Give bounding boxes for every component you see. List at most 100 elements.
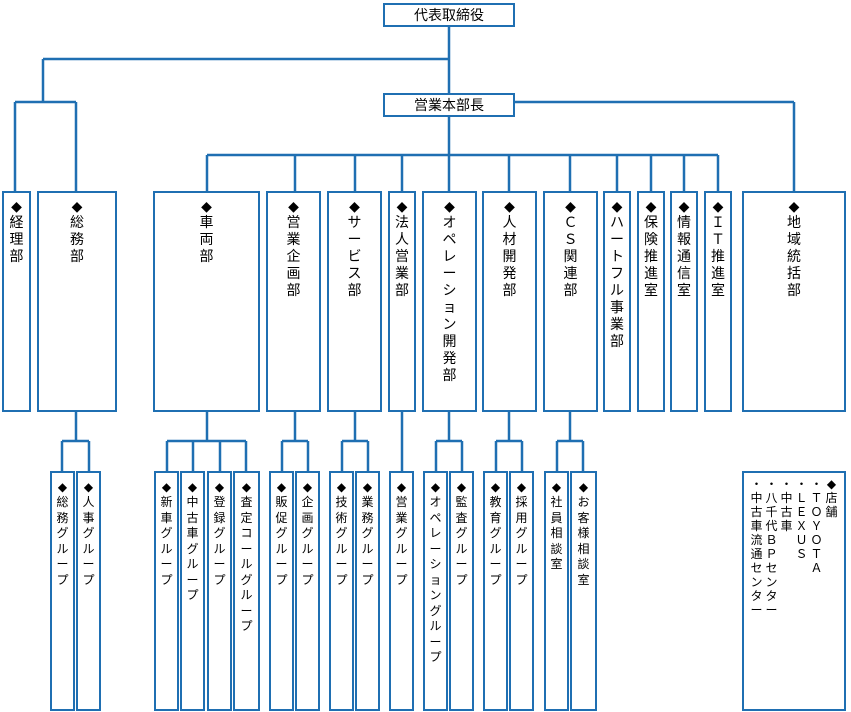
label-text: 新車グループ [160, 495, 173, 587]
sales-hq-box: 営業本部長 [383, 93, 515, 117]
vertical-label-dept-houjin-eigyo: ◆法人営業部 [390, 199, 414, 300]
label-text: 業務グループ [361, 495, 374, 587]
vertical-label-group-kyaku-soudan: ◆お客様相談室 [572, 479, 595, 588]
diamond-bullet-icon: ◆ [71, 199, 83, 215]
diamond-bullet-icon: ◆ [430, 480, 441, 494]
vertical-label-dept-heartful: ◆ハートフル事業部 [605, 199, 629, 351]
group-kikaku: ◆企画グループ [295, 471, 320, 711]
vertical-label-group-shinsha: ◆新車グループ [156, 479, 177, 588]
vertical-label-group-jinji: ◆人事グループ [78, 479, 99, 588]
group-saiyou: ◆採用グループ [509, 471, 534, 711]
vertical-label-group-gyoumu: ◆業務グループ [357, 479, 378, 588]
vertical-label-group-eigyo: ◆営業グループ [391, 479, 412, 588]
label-text: 技術グループ [335, 495, 348, 587]
dot-bullet-icon: ・ [810, 477, 823, 491]
dept-keiri: ◆経理部 [2, 191, 31, 412]
dept-chiiki-toukatsu: ◆地域統括部 [742, 191, 846, 412]
dept-service: ◆サービス部 [327, 191, 382, 412]
diamond-bullet-icon: ◆ [83, 480, 94, 494]
dept-jouhou-tsushin: ◆情報通信室 [670, 191, 698, 412]
label-text: 登録グループ [213, 495, 226, 587]
dot-bullet-icon: ・ [780, 477, 793, 491]
diamond-bullet-icon: ◆ [276, 480, 287, 494]
dept-hoken: ◆保険推進室 [637, 191, 665, 412]
diamond-bullet-icon: ◆ [214, 480, 225, 494]
label-text: サービス部 [347, 215, 362, 299]
dot-bullet-icon: ・ [750, 477, 763, 491]
diamond-bullet-icon: ◆ [241, 480, 252, 494]
region-item-label: 店舗 [825, 491, 838, 519]
region-item-label: 中古車流通センター [750, 491, 763, 617]
group-kyaku-soudan: ◆お客様相談室 [570, 471, 597, 711]
region-item: ・中古車 [780, 477, 793, 617]
dept-sharyo: ◆車両部 [153, 191, 260, 412]
group-shinsha: ◆新車グループ [154, 471, 179, 711]
diamond-bullet-icon: ◆ [611, 199, 623, 215]
group-satei-call: ◆査定コールグループ [233, 471, 260, 711]
diamond-bullet-icon: ◆ [788, 199, 800, 215]
label-text: ハートフル事業部 [610, 215, 624, 350]
dept-jinzai-kaihatsu: ◆人材開発部 [482, 191, 537, 412]
vertical-label-group-kansa: ◆監査グループ [451, 479, 472, 588]
vertical-label-dept-service: ◆サービス部 [329, 199, 380, 300]
label-text: 地域統括部 [787, 215, 801, 299]
ceo-box: 代表取締役 [383, 3, 515, 27]
vertical-label-group-kyouiku: ◆教育グループ [485, 479, 506, 588]
dept-soumu: ◆総務部 [37, 191, 117, 412]
vertical-label-dept-sharyo: ◆車両部 [155, 199, 258, 266]
label-text: 総務グループ [56, 495, 69, 587]
diamond-bullet-icon: ◆ [551, 480, 562, 494]
group-jinji: ◆人事グループ [76, 471, 101, 711]
label-text: 営業グループ [395, 495, 408, 587]
label-text: オペレーション開発部 [442, 215, 457, 384]
vertical-label-dept-hoken: ◆保険推進室 [639, 199, 663, 300]
label-text: お客様相談室 [577, 495, 590, 587]
label-text: 人材開発部 [502, 215, 517, 299]
dept-operation-kaihatsu: ◆オペレーション開発部 [422, 191, 477, 412]
diamond-bullet-icon: ◆ [444, 199, 455, 215]
diamond-bullet-icon: ◆ [645, 199, 657, 215]
group-shain-soudan: ◆社員相談室 [544, 471, 569, 711]
diamond-bullet-icon: ◆ [187, 480, 198, 494]
diamond-bullet-icon: ◆ [362, 480, 373, 494]
diamond-bullet-icon: ◆ [678, 199, 690, 215]
diamond-bullet-icon: ◆ [456, 480, 467, 494]
vertical-label-dept-jinzai-kaihatsu: ◆人材開発部 [484, 199, 535, 300]
vertical-label-group-satei-call: ◆査定コールグループ [235, 479, 258, 635]
region-item: ◆店舗 [825, 477, 838, 617]
diamond-bullet-icon: ◆ [578, 480, 589, 494]
vertical-label-group-hansoku: ◆販促グループ [271, 479, 292, 588]
diamond-bullet-icon: ◆ [288, 199, 299, 215]
diamond-bullet-icon: ◆ [201, 199, 212, 215]
group-gyoumu: ◆業務グループ [355, 471, 380, 711]
vertical-label-group-kikaku: ◆企画グループ [297, 479, 318, 588]
group-operation: ◆オペレーショングループ [423, 471, 448, 711]
vertical-label-dept-chiiki-toukatsu: ◆地域統括部 [744, 199, 844, 300]
diamond-bullet-icon: ◆ [161, 480, 172, 494]
diamond-bullet-icon: ◆ [516, 480, 527, 494]
label-text: 営業企画部 [286, 215, 301, 299]
label-text: 査定コールグループ [240, 495, 253, 633]
vertical-label-dept-operation-kaihatsu: ◆オペレーション開発部 [424, 199, 475, 385]
label-text: 人事グループ [82, 495, 95, 587]
dept-houjin-eigyo: ◆法人営業部 [388, 191, 416, 412]
diamond-bullet-icon: ◆ [349, 199, 360, 215]
region-item-label: 中古車 [780, 491, 793, 533]
diamond-bullet-icon: ◆ [302, 480, 313, 494]
region-item: ・中古車流通センター [750, 477, 763, 617]
vertical-label-group-saiyou: ◆採用グループ [511, 479, 532, 588]
vertical-label-group-soumu: ◆総務グループ [52, 479, 73, 588]
vertical-label-group-gijutsu: ◆技術グループ [331, 479, 352, 588]
group-soumu: ◆総務グループ [50, 471, 75, 711]
ceo-label: 代表取締役 [414, 8, 484, 24]
label-text: 採用グループ [515, 495, 528, 587]
diamond-bullet-icon: ◆ [396, 480, 407, 494]
dot-bullet-icon: ・ [795, 477, 808, 491]
